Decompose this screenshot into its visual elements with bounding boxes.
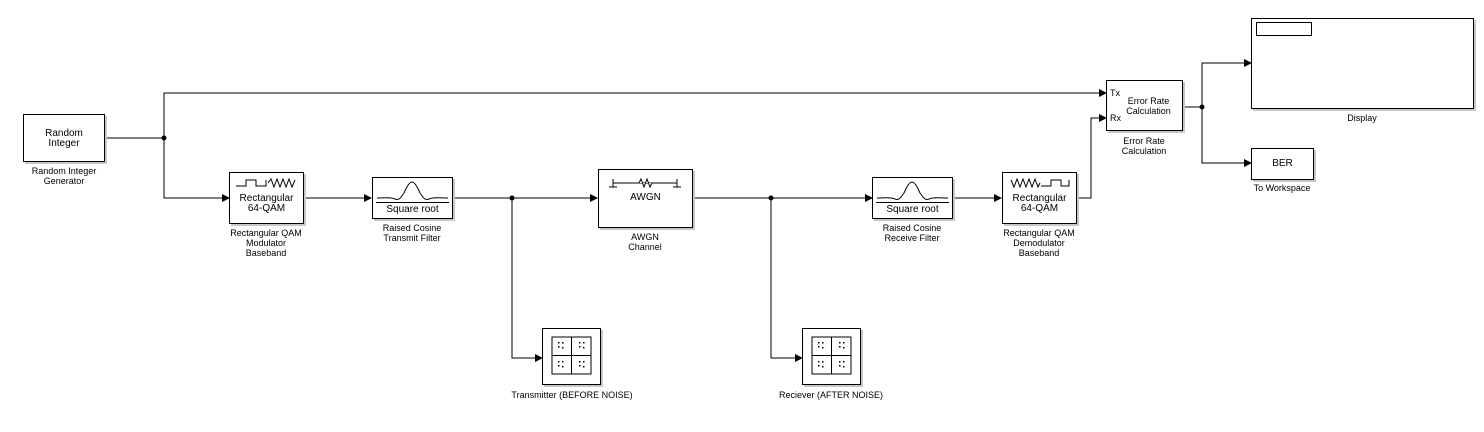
display-value-field xyxy=(1256,22,1312,36)
error-rate-calculation-block[interactable]: Tx Rx Error Rate Calculation xyxy=(1106,80,1183,131)
branch-point xyxy=(161,135,167,141)
square-to-wave-icon xyxy=(236,177,296,189)
block-label: Square root xyxy=(386,204,439,215)
block-caption: Raised Cosine Receive Filter xyxy=(882,223,942,243)
tx-constellation-scope-block[interactable] xyxy=(542,328,601,385)
block-caption: Error Rate Calculation xyxy=(1121,136,1167,156)
block-label: Rectangular 64-QAM xyxy=(1012,193,1067,214)
block-caption: Random Integer Generator xyxy=(31,166,97,186)
block-label: AWGN xyxy=(630,192,661,203)
tx-filter-block[interactable]: Square root xyxy=(372,177,453,219)
display-block[interactable] xyxy=(1251,18,1474,109)
rx-filter-block[interactable]: Square root xyxy=(872,177,953,219)
block-label: Error Rate Calculation xyxy=(1126,96,1171,116)
block-label: Rectangular 64-QAM xyxy=(239,193,294,214)
line-tx-reference[interactable] xyxy=(163,89,1107,138)
qam-modulator-block[interactable]: Rectangular 64-QAM xyxy=(229,172,304,224)
port-rx-label: Rx xyxy=(1110,113,1121,123)
sinc-pulse-icon xyxy=(876,181,949,200)
rx-constellation-scope-block[interactable] xyxy=(802,328,861,385)
block-label: Square root xyxy=(886,204,939,215)
channel-icon xyxy=(609,177,681,189)
block-caption: Display xyxy=(1347,113,1377,123)
branch-point xyxy=(1199,104,1205,110)
wave-to-square-icon xyxy=(1010,177,1070,189)
block-caption: Reciever (AFTER NOISE) xyxy=(778,390,883,400)
line-to-workspace[interactable] xyxy=(1201,107,1252,167)
line-to-rx-scope[interactable] xyxy=(770,198,803,362)
block-caption: Rectangular QAM Modulator Baseband xyxy=(230,228,302,258)
branch-point xyxy=(509,195,515,201)
constellation-icon xyxy=(551,336,592,375)
random-integer-generator-block[interactable]: Random Integer xyxy=(23,114,105,162)
qam-demodulator-block[interactable]: Rectangular 64-QAM xyxy=(1002,172,1077,224)
to-workspace-block[interactable]: BER xyxy=(1251,148,1314,180)
constellation-icon xyxy=(811,336,852,375)
block-label: Random Integer xyxy=(45,128,83,149)
block-caption: AWGN Channel xyxy=(628,232,662,252)
block-caption: Rectangular QAM Demodulator Baseband xyxy=(1003,228,1075,258)
branch-point xyxy=(768,195,774,201)
port-tx-label: Tx xyxy=(1110,88,1120,98)
line-to-display[interactable] xyxy=(1201,59,1252,107)
block-label: BER xyxy=(1272,158,1293,169)
line-to-tx-scope[interactable] xyxy=(511,198,543,362)
line-demod-to-rx[interactable] xyxy=(1077,114,1107,199)
sinc-pulse-icon xyxy=(376,181,449,200)
awgn-channel-block[interactable]: AWGN xyxy=(598,169,693,228)
block-caption: Raised Cosine Transmit Filter xyxy=(382,223,442,243)
block-caption: To Workspace xyxy=(1253,183,1311,193)
line-to-modulator[interactable] xyxy=(163,138,230,202)
block-caption: Transmitter (BEFORE NOISE) xyxy=(511,390,633,400)
